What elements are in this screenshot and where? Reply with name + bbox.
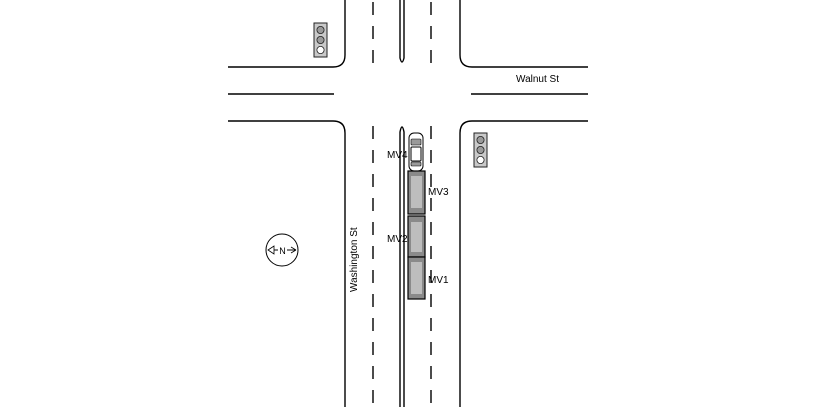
- compass-label: N: [279, 246, 286, 256]
- curb-southwest: [228, 120, 346, 407]
- curb-southeast: [459, 120, 588, 407]
- vehicle-label-mv3: MV3: [428, 187, 449, 198]
- curb-northeast: [459, 0, 588, 68]
- vehicle-mv4: [408, 132, 424, 172]
- washington-street-text: Washington St: [349, 227, 360, 292]
- vehicle-label-mv1: MV1: [428, 275, 449, 286]
- median-south: [399, 126, 405, 407]
- washington-street-label: Washington St: [349, 227, 360, 292]
- vehicle-label-mv4: MV4: [387, 150, 408, 161]
- lane-dashes: [372, 2, 432, 407]
- traffic-light-icon: [313, 22, 328, 58]
- vehicle-mv2: [407, 215, 426, 258]
- curb-northwest: [228, 0, 346, 68]
- vehicle-mv3: [407, 170, 426, 215]
- road-edges: [228, 0, 588, 407]
- vehicle-mv1: [407, 256, 426, 300]
- vehicle-label-mv2: MV2: [387, 234, 408, 245]
- compass-rose: N: [265, 233, 299, 267]
- traffic-light-icon: [473, 132, 488, 168]
- washington-medians: [399, 0, 405, 407]
- walnut-street-label: Walnut St: [516, 74, 559, 85]
- median-north: [399, 0, 405, 63]
